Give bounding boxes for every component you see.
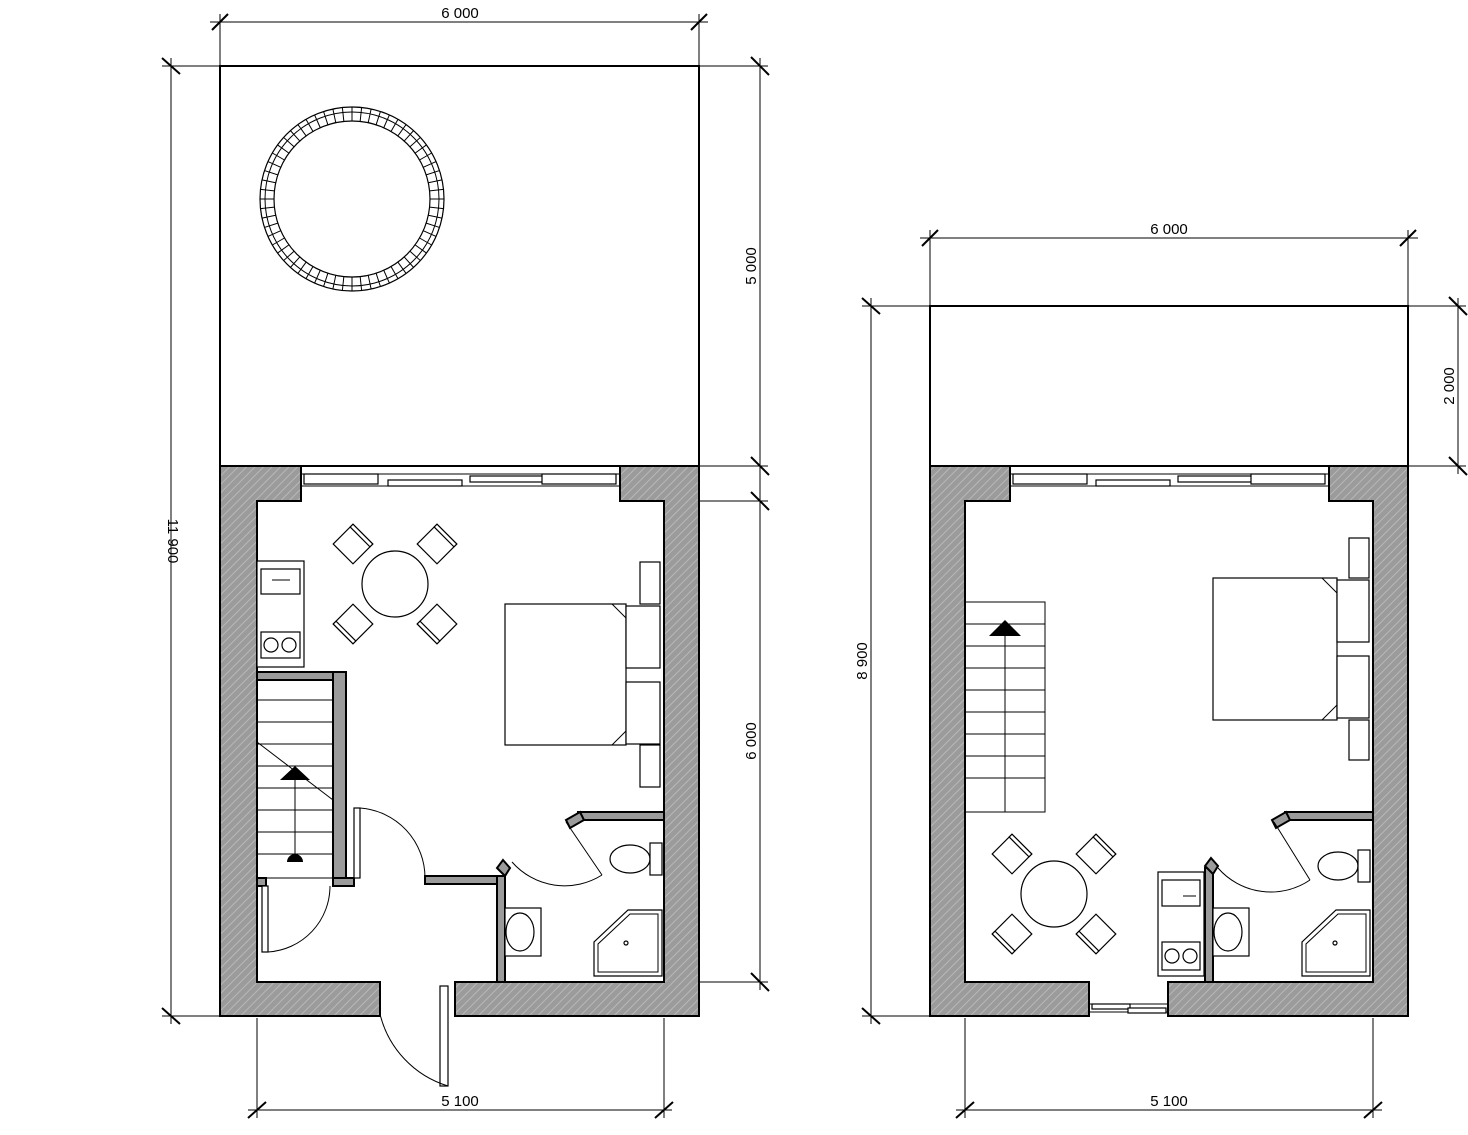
chair-icon xyxy=(991,833,1033,875)
dining-set xyxy=(332,523,458,645)
chair-icon xyxy=(416,523,458,565)
partitions xyxy=(1203,810,1374,983)
entrance-door xyxy=(261,807,449,1087)
chair-icon xyxy=(416,603,458,645)
washbasin-icon xyxy=(1212,907,1250,957)
dim-left-total-1: 11 900 xyxy=(161,57,220,1025)
partitions xyxy=(256,671,665,983)
yard xyxy=(219,65,700,467)
chair-icon xyxy=(332,603,374,645)
chair-icon xyxy=(1075,833,1117,875)
dim-bottom-width-2: 5 100 xyxy=(955,1018,1383,1119)
upper-floor-plan: 6 000 8 900 2 000 5 100 xyxy=(854,221,1468,1119)
stair-arrow-icon xyxy=(280,766,310,780)
dim-right-2: 2 000 xyxy=(1408,296,1468,476)
trampoline-icon xyxy=(259,106,445,292)
dim-label: 5 100 xyxy=(441,1093,479,1110)
dim-label: 11 900 xyxy=(164,519,181,564)
bathroom xyxy=(504,821,663,977)
sliding-window xyxy=(301,473,620,487)
door-swing-icon xyxy=(1217,821,1311,893)
bed-icon xyxy=(1212,537,1370,761)
dim-label: 8 900 xyxy=(854,642,871,680)
dining-set xyxy=(991,833,1117,955)
kitchenette xyxy=(256,560,305,668)
dim-top-width-2: 6 000 xyxy=(920,221,1418,306)
terrace xyxy=(929,305,1409,467)
sliding-window xyxy=(1010,473,1329,487)
dim-right-1: 5 000 6 000 xyxy=(699,56,770,992)
dim-left-total-2: 8 900 xyxy=(854,297,930,1025)
stair-arrow-icon xyxy=(989,620,1021,636)
staircase xyxy=(256,679,334,879)
bottom-window xyxy=(1089,1003,1168,1014)
dim-top-width-1: 6 000 xyxy=(210,5,708,66)
toilet-icon xyxy=(1317,849,1371,883)
chair-icon xyxy=(332,523,374,565)
dim-label: 6 000 xyxy=(1150,221,1188,238)
staircase xyxy=(964,601,1046,813)
door-swing-icon xyxy=(511,821,603,887)
dim-label: 6 000 xyxy=(743,722,760,760)
wall xyxy=(219,465,700,1017)
washbasin-icon xyxy=(504,907,542,957)
chair-icon xyxy=(991,913,1033,955)
kitchenette xyxy=(1157,871,1205,977)
toilet-icon xyxy=(609,842,663,876)
dim-label: 5 000 xyxy=(743,247,760,285)
bed-icon xyxy=(504,561,661,788)
wall xyxy=(929,465,1409,1017)
ground-floor-plan: 6 000 11 900 5 000 6 000 xyxy=(161,5,770,1119)
dim-label: 6 000 xyxy=(441,5,479,22)
dim-bottom-width-1: 5 100 xyxy=(247,1018,674,1119)
dim-label: 2 000 xyxy=(1441,367,1458,405)
dim-label: 5 100 xyxy=(1150,1093,1188,1110)
bathroom xyxy=(1212,821,1371,977)
sink-icon xyxy=(260,568,301,595)
chair-icon xyxy=(1075,913,1117,955)
sink-icon xyxy=(1161,879,1201,907)
